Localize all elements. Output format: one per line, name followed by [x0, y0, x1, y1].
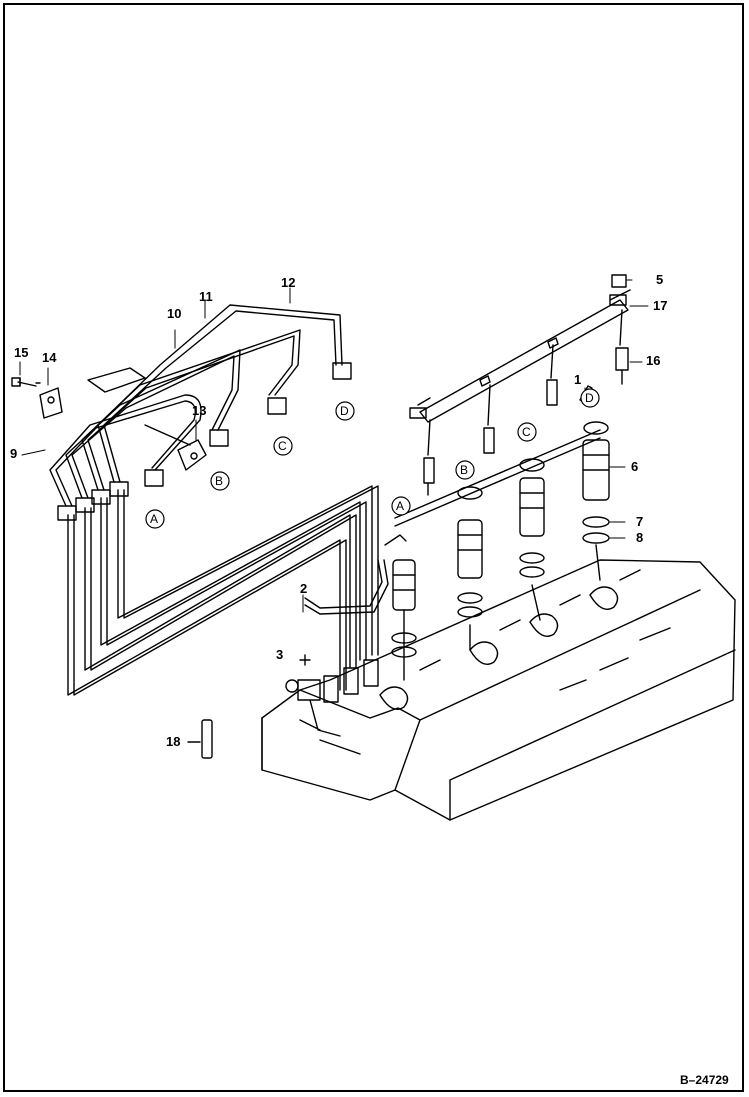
clamp-and-bolt: [11, 377, 63, 419]
part-number-13: 13: [192, 403, 207, 418]
part-number-2: 2: [300, 581, 308, 596]
connection-circle-a: [145, 509, 165, 529]
connection-label-a2: A: [396, 499, 405, 513]
connection-circle-a2: [391, 496, 411, 516]
connection-circle-c2: [517, 422, 537, 442]
part-number-8: 8: [636, 530, 644, 545]
part-number-5: 5: [656, 272, 664, 287]
part-18: [187, 719, 213, 759]
part-number-14: 14: [42, 350, 57, 365]
injector-nozzles: [391, 385, 610, 681]
part-number-15: 15: [14, 345, 29, 360]
part-number-16: 16: [646, 353, 661, 368]
part-number-1: 1: [574, 372, 582, 387]
connection-label-b2: B: [460, 463, 469, 477]
diagram-frame: [3, 3, 744, 1092]
injection-pipes: [49, 304, 379, 696]
small-pipe: [299, 534, 407, 666]
part-number-10: 10: [167, 306, 182, 321]
part-number-7: 7: [636, 514, 644, 529]
part-number-18: 18: [166, 734, 181, 749]
part-number-9: 9: [10, 446, 18, 461]
part-number-11: 11: [199, 289, 213, 304]
part-number-6: 6: [631, 459, 639, 474]
return-pipe: [394, 274, 631, 527]
part-number-3: 3: [276, 647, 284, 662]
part-number-17: 17: [653, 298, 668, 313]
connection-label-c2: C: [522, 425, 531, 439]
cylinder-head: [261, 559, 736, 821]
connection-circle-d: [335, 401, 355, 421]
connection-circle-b: [210, 471, 230, 491]
connection-label-d2: D: [585, 391, 594, 405]
figure-reference: B–24729: [680, 1073, 729, 1087]
connection-label-a: A: [150, 512, 159, 526]
connection-label-d: D: [340, 404, 349, 418]
connection-circle-c: [273, 436, 293, 456]
connection-label-b: B: [215, 474, 224, 488]
connection-circle-b2: [455, 460, 475, 480]
connection-circle-d2: [580, 388, 600, 408]
part-number-12: 12: [281, 275, 296, 290]
injection-pump: [285, 659, 379, 737]
connection-label-c: C: [278, 439, 287, 453]
